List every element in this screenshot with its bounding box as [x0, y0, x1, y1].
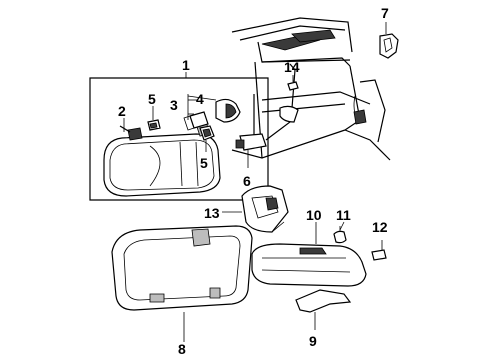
callout-5-upper: 5	[148, 91, 156, 107]
callout-4: 4	[196, 91, 204, 107]
callout-6: 6	[243, 173, 251, 189]
callout-12: 12	[372, 219, 388, 235]
part-9-bracket	[295, 289, 352, 330]
callout-13: 13	[204, 205, 220, 221]
callout-9: 9	[309, 333, 317, 349]
part-2-headlamp	[103, 121, 221, 197]
part-14-clip	[287, 75, 299, 91]
part-13-side-marker	[241, 185, 289, 233]
callout-2: 2	[118, 103, 126, 119]
callout-1: 1	[182, 57, 190, 73]
part-6-adjuster	[235, 94, 299, 151]
part-8-bezel	[111, 225, 253, 311]
part-5-clip-lower	[199, 125, 215, 141]
part-7-clip	[379, 22, 399, 59]
callout-10: 10	[306, 207, 322, 223]
part-3-bulb	[183, 111, 209, 131]
callout-11: 11	[336, 207, 351, 223]
part-4-socket	[215, 98, 241, 123]
callout-8: 8	[178, 341, 186, 357]
vehicle-front-body	[231, 17, 391, 161]
callout-7: 7	[381, 5, 389, 21]
part-10-parking-lamp	[251, 243, 367, 287]
part-12-side-bulb	[371, 240, 387, 261]
callout-14: 14	[284, 59, 300, 75]
callout-3: 3	[170, 97, 178, 113]
part-5-clip-upper	[147, 119, 161, 131]
callout-labels: 1 2 3 4 5 5 6 7 8 9 10 11 12 13 14	[118, 5, 389, 357]
leader-lines	[123, 95, 345, 342]
callout-5-lower: 5	[200, 155, 208, 171]
part-11-bulb	[333, 226, 347, 244]
